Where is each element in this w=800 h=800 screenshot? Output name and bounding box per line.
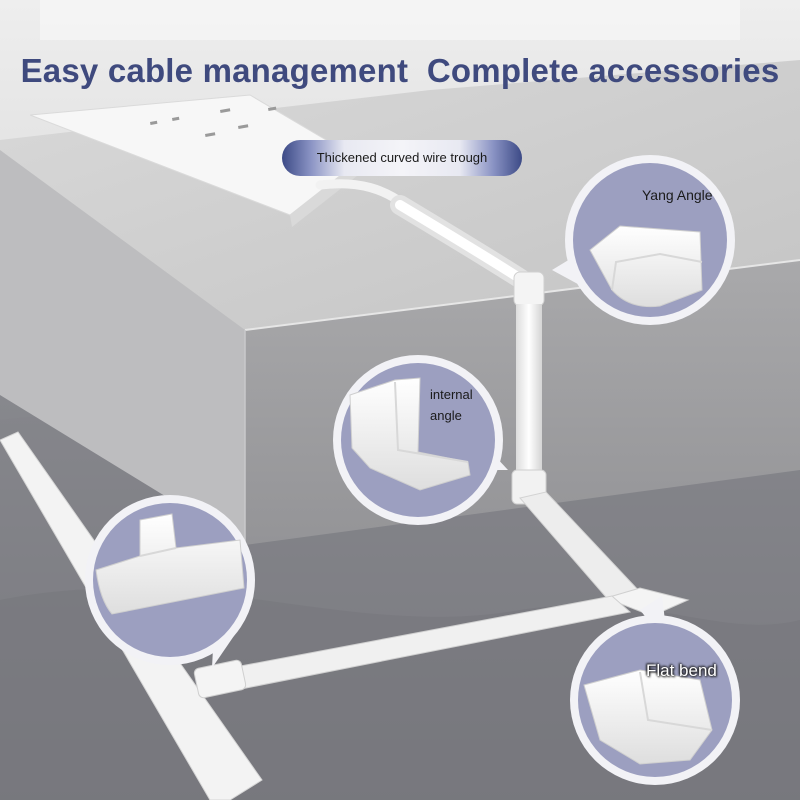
callout-internal-angle (333, 355, 508, 525)
internal-angle-label: internal angle (430, 387, 473, 423)
internal-angle-piece (349, 377, 471, 491)
window-light (40, 0, 740, 40)
callout-yang-angle (552, 155, 735, 325)
headline: Easy cable management Complete accessori… (20, 52, 780, 89)
power-strip-sockets (150, 106, 277, 137)
tee-piece (95, 513, 245, 615)
tee-fitting (193, 659, 247, 699)
power-strip-side (290, 160, 362, 227)
yang-angle-label: Yang Angle (642, 187, 713, 203)
desk-side (0, 150, 245, 545)
yang-angle-fitting (513, 271, 545, 307)
flat-bend-fitting (604, 587, 690, 617)
callout-tee (85, 495, 255, 668)
trough-callout-pill: Thickened curved wire trough (282, 140, 522, 176)
callout-flat-bend (570, 596, 740, 785)
trough-vertical (516, 304, 542, 480)
flat-bend-label: Flat bend (646, 661, 717, 680)
trough-callout-label: Thickened curved wire trough (316, 150, 488, 165)
